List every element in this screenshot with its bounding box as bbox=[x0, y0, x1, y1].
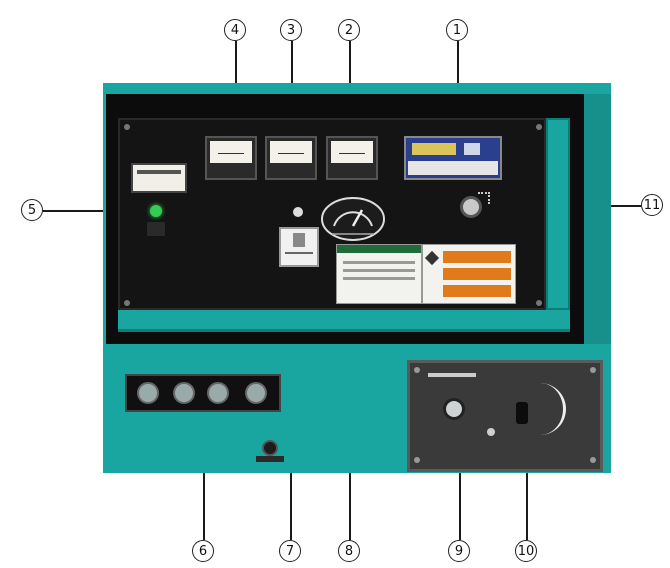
rotary-dial-icon[interactable] bbox=[320, 196, 386, 242]
callout-5: 5 bbox=[21, 199, 43, 221]
instruction-decal-text-line bbox=[343, 277, 415, 280]
indicator-lamp-base bbox=[147, 222, 165, 236]
leader-line-10 bbox=[526, 420, 528, 540]
hour-meter-icon bbox=[404, 136, 502, 180]
hour-meter-display bbox=[412, 143, 456, 155]
circuit-breaker-4[interactable] bbox=[245, 382, 267, 404]
reset-button[interactable] bbox=[487, 428, 495, 436]
cabinet-latch-base bbox=[256, 456, 284, 462]
rotary-dial-arc bbox=[333, 211, 373, 227]
toggle-switch-icon[interactable] bbox=[516, 402, 528, 424]
instruction-decal bbox=[336, 244, 422, 304]
callout-9: 9 bbox=[448, 540, 470, 562]
recess-bottom-trim bbox=[118, 310, 570, 332]
hour-meter-window bbox=[464, 143, 480, 155]
start-switch-icon[interactable] bbox=[443, 398, 465, 420]
frequency-meter-icon bbox=[326, 136, 378, 180]
warning-stripe-icon bbox=[443, 251, 511, 263]
panel-screw bbox=[536, 124, 542, 130]
cabinet-right-frame bbox=[584, 94, 611, 344]
remote-control-plate bbox=[407, 360, 603, 472]
leader-line-5 bbox=[43, 210, 155, 212]
callout-8: 8 bbox=[338, 540, 360, 562]
selector-switch-icon[interactable] bbox=[279, 227, 319, 267]
panel-screw bbox=[536, 300, 542, 306]
panel-screw bbox=[124, 300, 130, 306]
callout-11: 11 bbox=[641, 194, 663, 216]
callout-3: 3 bbox=[280, 19, 302, 41]
callout-10: 10 bbox=[515, 540, 537, 562]
recess-teal-trim bbox=[546, 118, 570, 310]
hour-meter-strip bbox=[408, 161, 498, 175]
rotary-dial-pointer[interactable] bbox=[351, 209, 364, 227]
warning-stripe-icon bbox=[443, 285, 511, 297]
engine-label-plate bbox=[131, 163, 187, 193]
selector-switch-knob[interactable] bbox=[293, 233, 305, 247]
panel-pilot-dot bbox=[293, 207, 303, 217]
selector-switch-scale bbox=[285, 252, 313, 260]
callout-6: 6 bbox=[192, 540, 214, 562]
hazard-symbol-icon bbox=[424, 250, 440, 266]
callout-1: 1 bbox=[446, 19, 468, 41]
toggle-switch-scale bbox=[530, 383, 566, 435]
instruction-decal-header bbox=[337, 245, 421, 253]
instruction-decal-text-line bbox=[343, 261, 415, 264]
remote-control-label-strip bbox=[428, 373, 476, 377]
voltmeter-icon bbox=[205, 136, 257, 180]
key-switch-icon[interactable] bbox=[460, 196, 482, 218]
plate-screw bbox=[414, 367, 420, 373]
callout-4: 4 bbox=[224, 19, 246, 41]
leader-line-9 bbox=[459, 420, 461, 540]
warning-decal bbox=[422, 244, 516, 304]
plate-screw bbox=[590, 457, 596, 463]
instruction-decal-text-line bbox=[343, 269, 415, 272]
key-switch-marks bbox=[478, 192, 490, 204]
callout-7: 7 bbox=[279, 540, 301, 562]
ammeter-icon bbox=[265, 136, 317, 180]
callout-2: 2 bbox=[338, 19, 360, 41]
rotary-dial-ring bbox=[321, 197, 385, 241]
circuit-breaker-3[interactable] bbox=[207, 382, 229, 404]
cabinet-latch-icon[interactable] bbox=[262, 440, 278, 456]
warning-stripe-icon bbox=[443, 268, 511, 280]
label-plate-text-bar bbox=[137, 170, 181, 174]
circuit-breaker-1[interactable] bbox=[137, 382, 159, 404]
indicator-lamp-icon bbox=[150, 205, 162, 217]
leader-line-6 bbox=[203, 425, 205, 540]
plate-screw bbox=[414, 457, 420, 463]
circuit-breaker-2[interactable] bbox=[173, 382, 195, 404]
panel-screw bbox=[124, 124, 130, 130]
plate-screw bbox=[590, 367, 596, 373]
